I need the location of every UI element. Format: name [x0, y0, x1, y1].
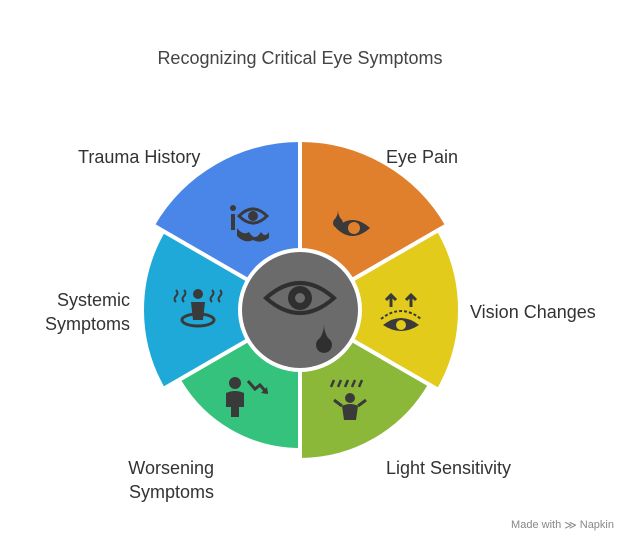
napkin-logo-icon: ≫	[564, 518, 577, 532]
label-worsening-symptoms: Worsening Symptoms	[128, 458, 214, 502]
label-vision-changes: Vision Changes	[470, 302, 596, 322]
person-heat-icon	[173, 289, 223, 328]
person-downtrend-icon	[226, 377, 269, 417]
label-eye-pain: Eye Pain	[386, 147, 459, 167]
crying-eye-icon	[262, 281, 338, 353]
person-light-rays-icon	[329, 379, 367, 420]
tear-eye-icon	[333, 210, 370, 236]
segment-vision-changes	[296, 227, 462, 393]
diagram-title: Recognizing Critical Eye Symptoms	[157, 48, 443, 68]
napkin-watermark: Made with ≫ Napkin	[511, 518, 614, 532]
injured-eye-icon	[230, 205, 270, 242]
segment-systemic-symptoms	[140, 228, 304, 392]
label-systemic-symptoms: Systemic Symptoms	[44, 290, 130, 334]
label-trauma-history: Trauma History	[78, 147, 201, 167]
eye-arrows-icon	[380, 292, 422, 331]
label-light-sensitivity: Light Sensitivity	[386, 458, 512, 478]
